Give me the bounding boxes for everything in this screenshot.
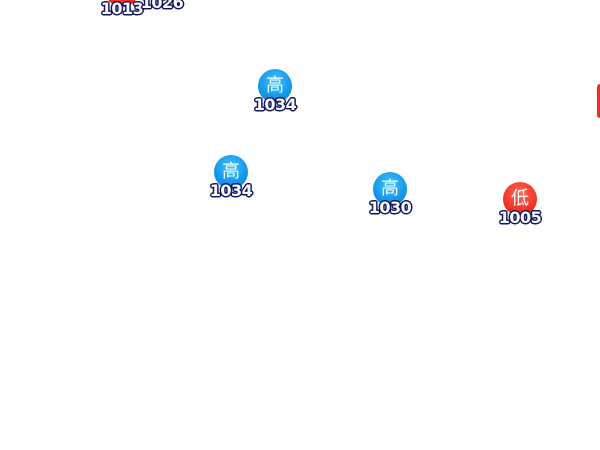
pressure-value: 1034 [209, 181, 253, 200]
low-pressure-icon[interactable] [597, 84, 600, 118]
low-pressure-icon: 低 [503, 182, 537, 216]
pressure-value: 1013 [100, 0, 144, 18]
low-pressure-icon: 低 [105, 0, 139, 7]
pressure-value: 1005 [498, 208, 542, 227]
pressure-value: 1030 [368, 198, 412, 217]
high-pressure-icon: 高 [373, 172, 407, 206]
high-pressure-icon: 高 [258, 69, 292, 103]
high-pressure-icon: 高 [214, 155, 248, 189]
pressure-value: 1034 [253, 95, 297, 114]
pressure-value: 1026 [140, 0, 184, 12]
